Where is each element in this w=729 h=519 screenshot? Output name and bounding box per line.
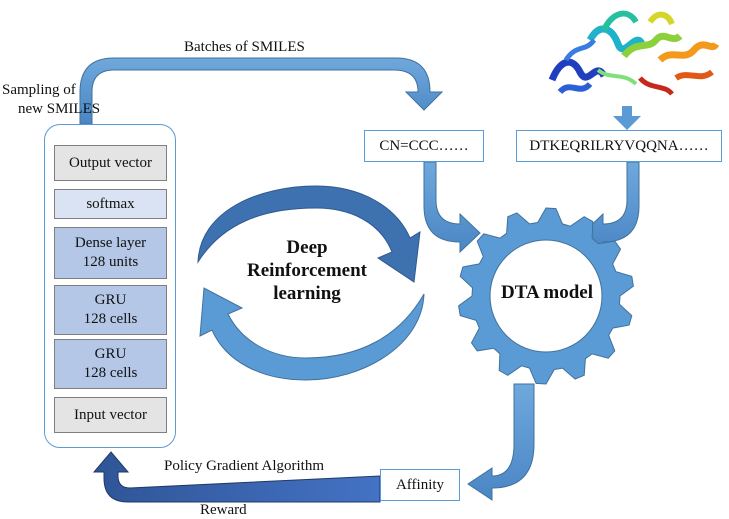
- deep-rl-label: Deep Reinforcement learning: [232, 236, 382, 305]
- policy-gradient-label: Policy Gradient Algorithm: [164, 458, 324, 474]
- deep-rl-line3: learning: [273, 283, 341, 304]
- layer-output-vector-label: Output vector: [69, 154, 152, 171]
- layer-output-vector: Output vector: [54, 145, 167, 181]
- layer-gru-1-label: GRU: [94, 292, 127, 308]
- batches-label: Batches of SMILES: [184, 39, 305, 55]
- layer-gru-2-cells: 128 cells: [83, 365, 138, 381]
- dta-model-label: DTA model: [500, 282, 593, 303]
- layer-softmax: softmax: [54, 189, 167, 219]
- cycle-arrows-icon: [197, 185, 425, 381]
- gear-body: [458, 207, 634, 385]
- smiles-box: CN=CCC……: [364, 130, 484, 162]
- layer-softmax-label: softmax: [86, 195, 135, 212]
- protein-sequence-box: DTKEQRILRYVQQNA……: [516, 130, 722, 162]
- layer-dense-units: 128 units: [82, 254, 139, 270]
- reward-label: Reward: [200, 502, 247, 518]
- layer-dense-label: Dense layer: [74, 235, 147, 251]
- smiles-to-dta-arrow: [423, 161, 481, 254]
- layer-gru-2: GRU 128 cells: [54, 339, 167, 389]
- sampling-label-line1: Sampling of: [2, 82, 76, 98]
- layer-input-vector: Input vector: [54, 397, 167, 433]
- layer-gru-1: GRU 128 cells: [54, 285, 167, 335]
- batches-arrow: [79, 57, 444, 125]
- layer-gru-2-label: GRU: [94, 346, 127, 362]
- protein-down-arrow: [613, 106, 641, 130]
- generative-network: Output vector softmax Dense layer 128 un…: [44, 124, 176, 448]
- layer-input-vector-label: Input vector: [74, 406, 147, 423]
- deep-rl-line2: Reinforcement: [247, 260, 367, 281]
- sampling-label-line2: new SMILES: [18, 101, 101, 117]
- protein-structure-icon: [548, 10, 720, 96]
- gear-icon: [458, 207, 634, 385]
- deep-rl-line1: Deep: [286, 237, 328, 258]
- dta-to-affinity-arrow: [467, 383, 535, 501]
- layer-gru-1-cells: 128 cells: [83, 311, 138, 327]
- reward-arrow: [92, 451, 381, 503]
- layer-dense: Dense layer 128 units: [54, 227, 167, 279]
- affinity-box: Affinity: [380, 469, 460, 501]
